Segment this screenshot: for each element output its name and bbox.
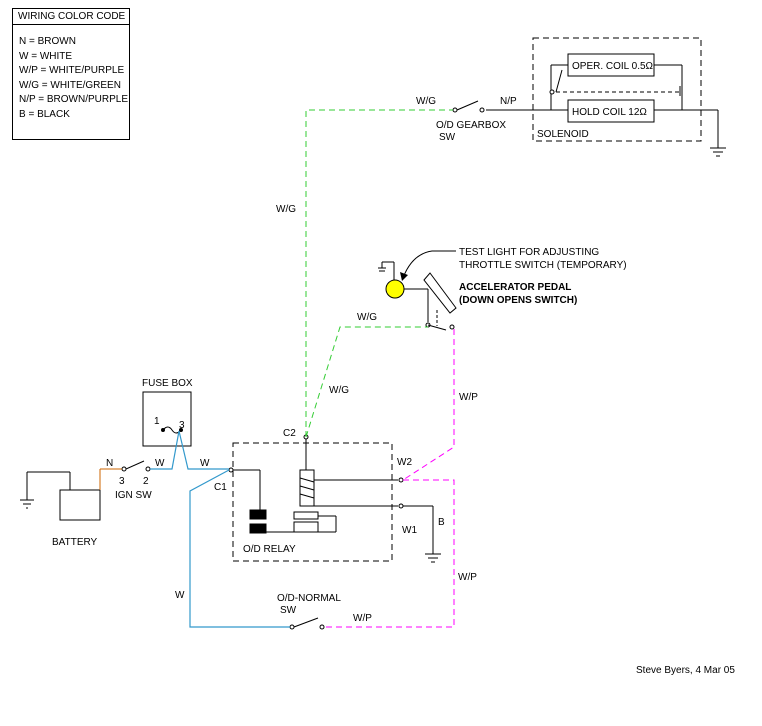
w-left-label: W (175, 590, 185, 601)
relay-label: O/D RELAY (243, 544, 296, 555)
solenoid-box (532, 37, 702, 142)
relay-armature (293, 511, 319, 520)
solenoid-ground-icon (710, 147, 726, 157)
fuse-box-label: FUSE BOX (142, 378, 193, 389)
wp-right-label: W/P (459, 392, 478, 403)
gearbox-switch-label-sw: SW (439, 132, 456, 143)
wg-throttle-label: W/G (357, 312, 377, 323)
wg-vertical-label: W/G (276, 204, 296, 215)
legend-item: W/G = WHITE/GREEN (19, 79, 121, 91)
ign-terminal-2: 2 (143, 476, 149, 487)
test-light-label: TEST LIGHT FOR ADJUSTING (459, 247, 599, 258)
accelerator-label-2: (DOWN OPENS SWITCH) (459, 295, 577, 306)
legend-item: W = WHITE (19, 50, 73, 62)
relay-w1-label: W1 (402, 525, 417, 536)
ign-terminal-3: 3 (119, 476, 125, 487)
battery-ground-icon (20, 499, 34, 509)
wiring-color-legend: WIRING COLOR CODE N = BROWN W = WHITE W/… (12, 8, 130, 140)
relay-w2-label: W2 (397, 457, 412, 468)
test-light-pointer (402, 250, 456, 279)
n-label: N (106, 458, 113, 469)
wg-top-label: W/G (416, 96, 436, 107)
od-normal-switch-icon (289, 617, 325, 630)
legend-item: W/P = WHITE/PURPLE (19, 65, 125, 77)
w-ign-label: W (155, 458, 165, 469)
relay-ground-icon (425, 553, 441, 563)
b-label: B (438, 517, 445, 528)
hold-coil (567, 99, 655, 123)
test-light-lamp-icon (385, 279, 405, 299)
ign-switch-label: IGN SW (115, 490, 152, 501)
wp-bottom-label: W/P (353, 613, 372, 624)
fuse-terminal-1: 1 (154, 416, 160, 427)
relay-contact-lower (249, 523, 267, 534)
accelerator-pedal-icon (423, 272, 457, 314)
legend-item: B = BLACK (19, 108, 70, 120)
oper-coil-label: OPER. COIL 0.5Ω (572, 61, 654, 72)
throttle-switch-icon (425, 310, 455, 331)
od-relay-box (232, 442, 393, 562)
solenoid-label: SOLENOID (537, 129, 589, 140)
hold-coil-label: HOLD COIL 12Ω (572, 107, 647, 118)
test-light-label-2: THROTTLE SWITCH (TEMPORARY) (459, 260, 627, 271)
credit: Steve Byers, 4 Mar 05 (636, 665, 735, 676)
w-fuse-label: W (200, 458, 210, 469)
relay-c1-label: C1 (214, 482, 227, 493)
legend-item: N = BROWN (19, 36, 76, 47)
relay-coil-icon (299, 469, 315, 507)
test-light-ground-icon (378, 262, 386, 272)
wg-wire (305, 109, 453, 438)
fuse-box (142, 391, 192, 447)
relay-contact-upper (249, 509, 267, 520)
solenoid-contact (555, 69, 563, 93)
wg-diag-label: W/G (329, 385, 349, 396)
wp-wire (324, 329, 455, 628)
wp-lower-label: W/P (458, 572, 477, 583)
gearbox-switch-icon (452, 100, 485, 113)
np-label: N/P (500, 96, 517, 107)
relay-c2-label: C2 (283, 428, 296, 439)
legend-item: N/P = BROWN/PURPLE (19, 94, 129, 106)
gearbox-switch-label: O/D GEARBOX (436, 120, 506, 131)
legend-list: N = BROWN W = WHITE W/P = WHITE/PURPLE W… (13, 25, 129, 123)
battery-icon (59, 489, 101, 521)
accelerator-label: ACCELERATOR PEDAL (459, 282, 571, 293)
w-wire (150, 430, 290, 628)
ignition-switch-icon (121, 460, 151, 472)
od-normal-label-sw: SW (280, 605, 297, 616)
battery-label: BATTERY (52, 537, 98, 548)
fuse-terminal-3: 3 (179, 420, 185, 431)
legend-title: WIRING COLOR CODE (13, 9, 129, 25)
od-normal-label: O/D-NORMAL (277, 593, 341, 604)
